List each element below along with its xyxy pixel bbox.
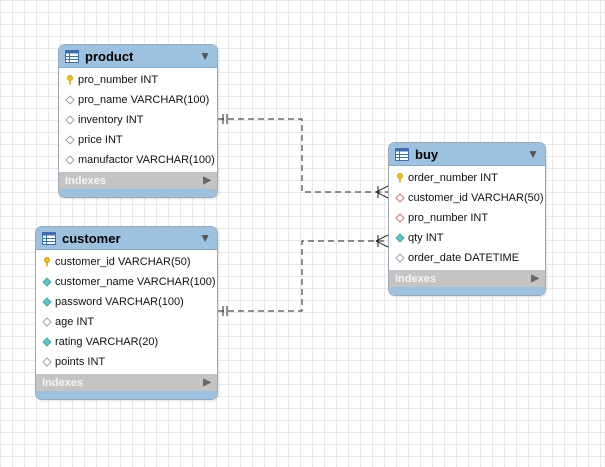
indexes-label: Indexes xyxy=(42,376,83,389)
column-row[interactable]: password VARCHAR(100) xyxy=(36,292,217,312)
entity-customer[interactable]: customer ▼ customer_id VARCHAR(50) custo… xyxy=(35,226,218,400)
column-diamond-icon xyxy=(395,253,405,263)
column-label: order_date DATETIME xyxy=(408,252,520,264)
expand-triangle-icon[interactable]: ▶ xyxy=(203,377,211,388)
column-row[interactable]: price INT xyxy=(59,130,217,150)
primary-key-icon xyxy=(44,257,50,267)
primary-key-icon xyxy=(67,75,73,85)
entity-product[interactable]: product ▼ pro_number INT pro_name VARCHA… xyxy=(58,44,218,198)
foreign-key-diamond-icon xyxy=(395,213,405,223)
primary-key-icon xyxy=(397,173,403,183)
entity-title: product xyxy=(85,48,134,64)
column-list: customer_id VARCHAR(50) customer_name VA… xyxy=(36,250,217,374)
column-label: qty INT xyxy=(408,232,444,244)
column-label: password VARCHAR(100) xyxy=(55,296,184,308)
column-diamond-icon xyxy=(65,115,75,125)
entity-header[interactable]: buy ▼ xyxy=(389,143,545,166)
table-icon xyxy=(65,49,79,63)
column-label: manufactor VARCHAR(100) xyxy=(78,154,215,166)
column-label: age INT xyxy=(55,316,95,328)
indexes-bar[interactable]: Indexes ▶ xyxy=(59,172,217,189)
column-label: pro_number INT xyxy=(408,212,489,224)
entity-footer xyxy=(389,287,545,295)
relationship-product-buy[interactable] xyxy=(218,114,389,199)
expand-triangle-icon[interactable]: ▶ xyxy=(531,273,539,284)
collapse-triangle-icon[interactable]: ▼ xyxy=(527,147,539,161)
indexes-bar[interactable]: Indexes ▶ xyxy=(36,374,217,391)
column-label: customer_id VARCHAR(50) xyxy=(408,192,544,204)
column-label: order_number INT xyxy=(408,172,498,184)
not-null-diamond-icon xyxy=(42,337,52,347)
not-null-diamond-icon xyxy=(42,277,52,287)
foreign-key-diamond-icon xyxy=(395,193,405,203)
entity-header[interactable]: customer ▼ xyxy=(36,227,217,250)
column-label: customer_name VARCHAR(100) xyxy=(55,276,216,288)
column-row[interactable]: customer_id VARCHAR(50) xyxy=(389,188,545,208)
entity-buy[interactable]: buy ▼ order_number INT customer_id VARCH… xyxy=(388,142,546,296)
entity-title: customer xyxy=(62,230,121,246)
column-diamond-icon xyxy=(65,155,75,165)
column-label: points INT xyxy=(55,356,106,368)
column-row[interactable]: rating VARCHAR(20) xyxy=(36,332,217,352)
column-row[interactable]: pro_number INT xyxy=(389,208,545,228)
expand-triangle-icon[interactable]: ▶ xyxy=(203,175,211,186)
collapse-triangle-icon[interactable]: ▼ xyxy=(199,49,211,63)
entity-footer xyxy=(36,391,217,399)
not-null-diamond-icon xyxy=(395,233,405,243)
column-row[interactable]: qty INT xyxy=(389,228,545,248)
column-label: pro_number INT xyxy=(78,74,159,86)
collapse-triangle-icon[interactable]: ▼ xyxy=(199,231,211,245)
entity-header[interactable]: product ▼ xyxy=(59,45,217,68)
column-row[interactable]: customer_id VARCHAR(50) xyxy=(36,252,217,272)
indexes-label: Indexes xyxy=(65,174,106,187)
column-label: rating VARCHAR(20) xyxy=(55,336,159,348)
indexes-bar[interactable]: Indexes ▶ xyxy=(389,270,545,287)
column-list: pro_number INT pro_name VARCHAR(100) inv… xyxy=(59,68,217,172)
column-diamond-icon xyxy=(65,95,75,105)
column-list: order_number INT customer_id VARCHAR(50)… xyxy=(389,166,545,270)
relationship-customer-buy[interactable] xyxy=(218,234,389,316)
column-row[interactable]: order_number INT xyxy=(389,168,545,188)
column-row[interactable]: age INT xyxy=(36,312,217,332)
column-row[interactable]: points INT xyxy=(36,352,217,372)
column-row[interactable]: customer_name VARCHAR(100) xyxy=(36,272,217,292)
column-label: customer_id VARCHAR(50) xyxy=(55,256,191,268)
column-row[interactable]: pro_number INT xyxy=(59,70,217,90)
column-label: inventory INT xyxy=(78,114,144,126)
column-diamond-icon xyxy=(42,317,52,327)
entity-footer xyxy=(59,189,217,197)
column-row[interactable]: order_date DATETIME xyxy=(389,248,545,268)
table-icon xyxy=(42,231,56,245)
column-label: price INT xyxy=(78,134,123,146)
not-null-diamond-icon xyxy=(42,297,52,307)
column-row[interactable]: manufactor VARCHAR(100) xyxy=(59,150,217,170)
table-icon xyxy=(395,147,409,161)
column-diamond-icon xyxy=(65,135,75,145)
column-row[interactable]: inventory INT xyxy=(59,110,217,130)
column-label: pro_name VARCHAR(100) xyxy=(78,94,210,106)
column-diamond-icon xyxy=(42,357,52,367)
indexes-label: Indexes xyxy=(395,272,436,285)
entity-title: buy xyxy=(415,146,439,162)
column-row[interactable]: pro_name VARCHAR(100) xyxy=(59,90,217,110)
